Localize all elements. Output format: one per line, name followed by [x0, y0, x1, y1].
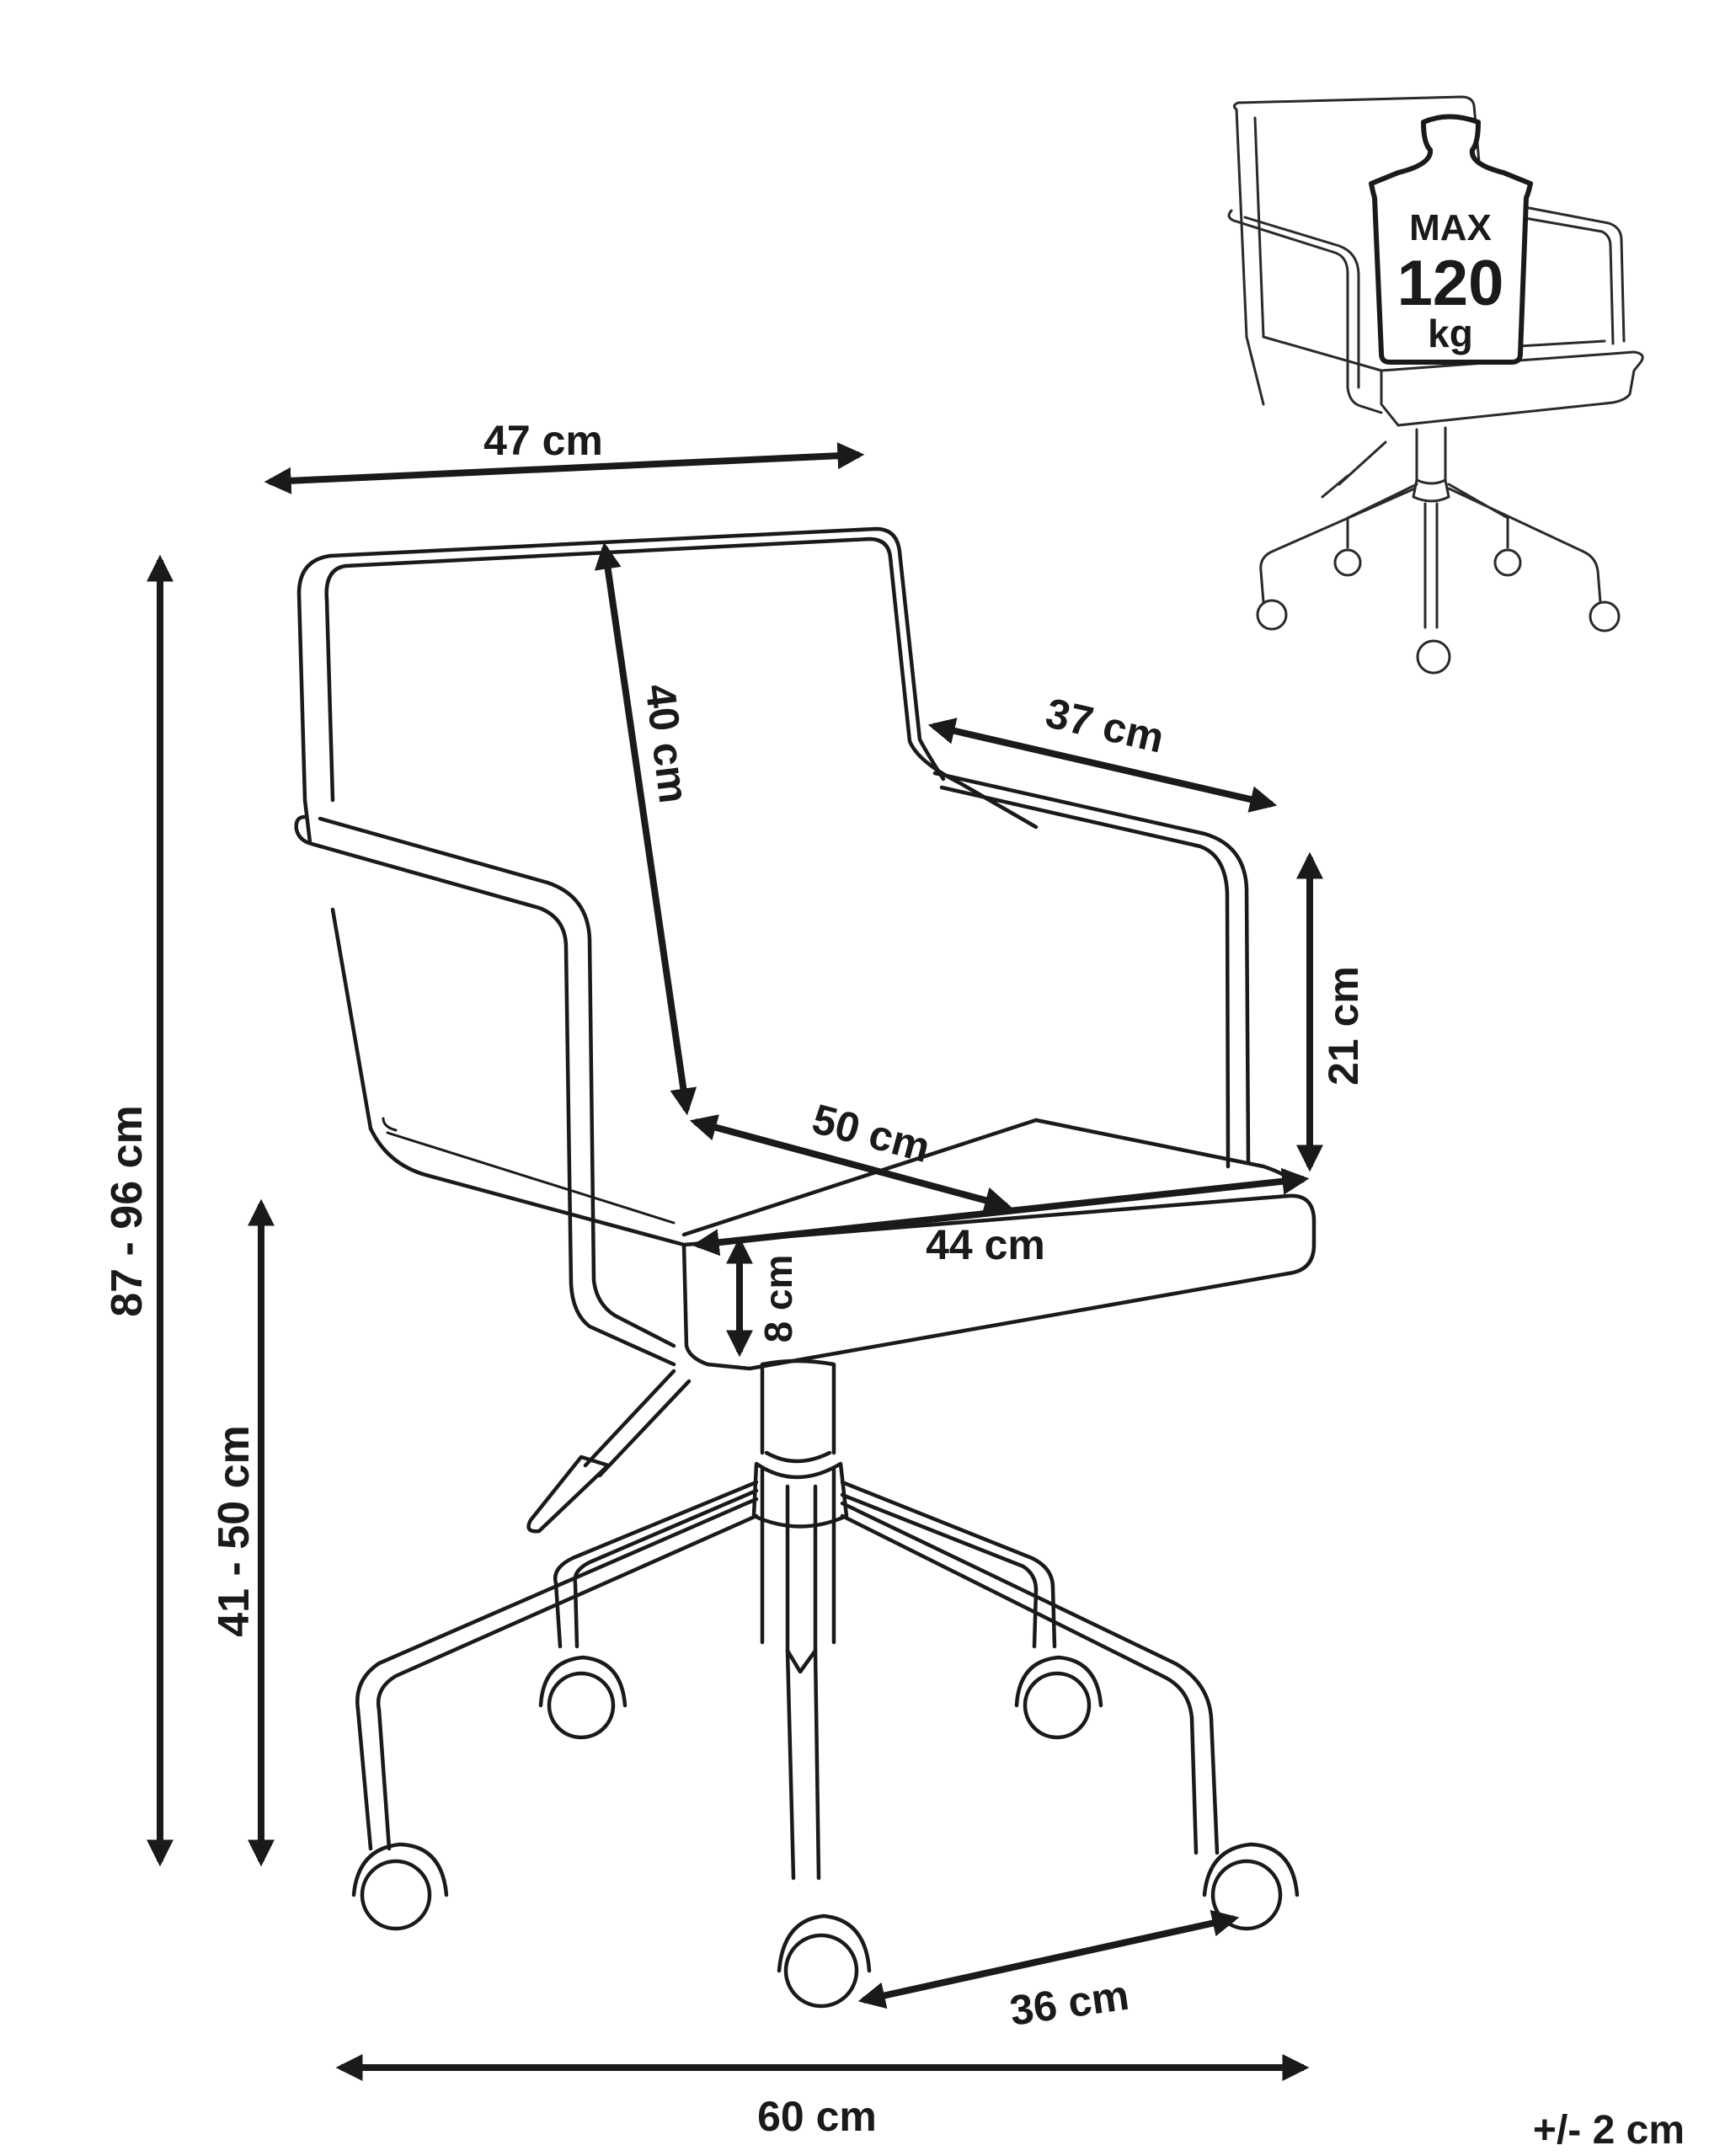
max-load-illustration: MAX 120 kg [1227, 95, 1644, 675]
arrow-seat-width [692, 1167, 1310, 1257]
label-seat-width: 44 cm [926, 1221, 1045, 1268]
label-arm-height: 21 cm [1320, 966, 1367, 1086]
max-load-prefix: MAX [1409, 207, 1492, 248]
mini-chair [1227, 95, 1644, 675]
backrest-front [324, 536, 1039, 1131]
weight-icon: MAX 120 kg [1369, 114, 1533, 365]
max-load-value: 120 [1397, 248, 1504, 319]
backrest [296, 526, 946, 845]
label-base-width: 60 cm [757, 2093, 877, 2140]
caster-right-back [1014, 1655, 1103, 1740]
left-armrest [294, 814, 676, 1367]
caster-left-front [351, 1842, 449, 1931]
arrow-back-width [264, 442, 865, 494]
seat-cushion [368, 1118, 1316, 1371]
label-seat-height: 41 - 50 cm [210, 1425, 259, 1637]
label-seat-thickness: 8 cm [756, 1255, 800, 1343]
seat-top-line [382, 1117, 676, 1225]
leg-left-front [355, 1497, 759, 1851]
left-armrest-inner [318, 816, 676, 1348]
caster-left-back [538, 1655, 628, 1740]
max-load-unit: kg [1428, 312, 1473, 355]
arrow-back-height [594, 542, 697, 1116]
label-back-height: 40 cm [636, 681, 697, 806]
right-armrest [932, 771, 1251, 1169]
gas-lift [760, 1358, 836, 1674]
caster-front [777, 1913, 872, 2009]
label-arm-depth: 37 cm [1041, 689, 1168, 761]
height-lever [526, 1369, 692, 1534]
arrow-arm-depth [927, 718, 1278, 813]
label-back-width: 47 cm [483, 417, 603, 464]
tolerance-note: +/- 2 cm [1533, 2108, 1685, 2153]
label-base-spacing: 36 cm [1007, 1972, 1132, 2035]
leg-right-back [840, 1480, 1057, 1649]
caster-right-front [1202, 1842, 1300, 1931]
dimension-arrows [147, 442, 1323, 2081]
chair-drawing [294, 526, 1316, 2009]
leg-right-front [840, 1501, 1220, 1855]
arrow-base-spacing [857, 1909, 1240, 2009]
label-total-height: 87 - 96 cm [103, 1105, 152, 1317]
dimension-labels: 47 cm 40 cm 37 cm 21 cm 50 cm 44 cm 8 cm… [103, 417, 1367, 2140]
leg-front [785, 1648, 821, 1881]
leg-left-back [553, 1480, 759, 1649]
